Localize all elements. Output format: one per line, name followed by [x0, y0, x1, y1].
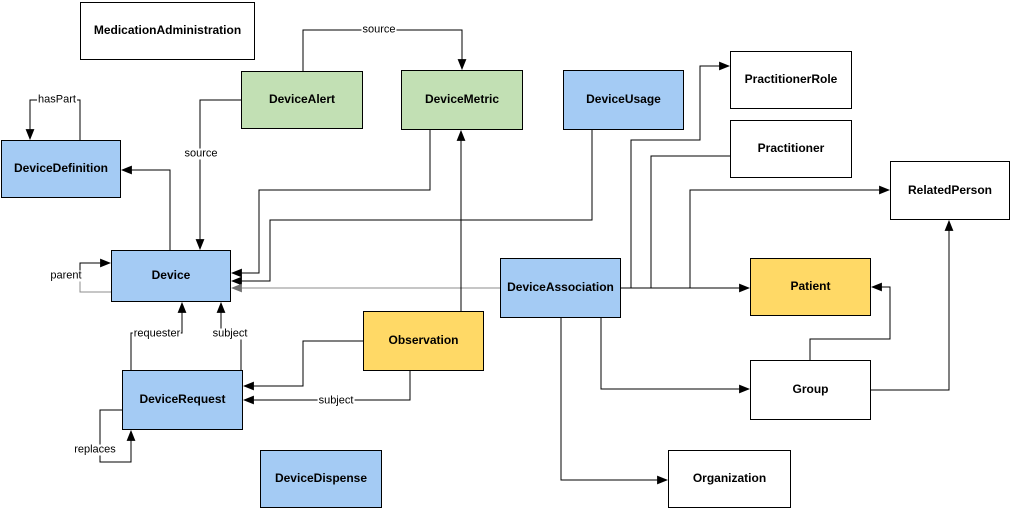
- node-practitionerrole[interactable]: PractitionerRole: [730, 51, 852, 109]
- node-label: Organization: [692, 471, 767, 486]
- node-organization[interactable]: Organization: [668, 450, 791, 508]
- edge-label-request-replaces: replaces: [73, 443, 117, 456]
- edge-label-definition-haspart: hasPart: [37, 93, 77, 106]
- node-label: DeviceDispense: [274, 471, 368, 486]
- node-label: DeviceAssociation: [507, 280, 614, 295]
- node-deviceusage[interactable]: DeviceUsage: [563, 70, 684, 130]
- node-label: DeviceRequest: [139, 392, 226, 407]
- edge-group-patient: [809, 282, 891, 360]
- node-devicedispense[interactable]: DeviceDispense: [260, 450, 382, 508]
- edge-alert-device: [195, 99, 241, 251]
- edge-obs-request-subject: [242, 371, 411, 405]
- node-label: Group: [792, 382, 829, 397]
- node-label: Device: [151, 268, 191, 283]
- node-label: Patient: [790, 279, 831, 294]
- edge-device-parent-muted-segment: [79, 278, 111, 293]
- node-patient[interactable]: Patient: [750, 258, 871, 316]
- edge-device-definition: [120, 165, 171, 250]
- edge-assoc-organization: [560, 318, 669, 485]
- node-label: Observation: [388, 333, 459, 348]
- edge-assoc-relatedperson: [621, 185, 891, 289]
- node-label: DeviceUsage: [586, 92, 661, 107]
- edge-label-alert-device: source: [183, 147, 219, 160]
- node-group[interactable]: Group: [750, 360, 871, 420]
- node-relatedperson[interactable]: RelatedPerson: [890, 161, 1010, 220]
- edge-label-device-parent: parent: [49, 269, 83, 282]
- edge-metric-device: [230, 130, 431, 278]
- edge-label-request-device-requester: requester: [132, 327, 182, 340]
- edge-group-relatedperson: [871, 219, 954, 391]
- node-devicealert[interactable]: DeviceAlert: [241, 71, 363, 129]
- edge-alert-metric: [302, 29, 467, 71]
- node-devicedefinition[interactable]: DeviceDefinition: [1, 140, 121, 198]
- edge-obs-request: [242, 340, 363, 391]
- node-label: PractitionerRole: [744, 72, 838, 87]
- node-device[interactable]: Device: [111, 250, 231, 302]
- edge-request-replaces: [99, 409, 136, 463]
- node-practitioner[interactable]: Practitioner: [730, 120, 852, 178]
- edge-assoc-practitioner: [621, 155, 730, 289]
- node-label: DeviceMetric: [424, 92, 500, 107]
- edge-label-obs-request-subject: subject: [317, 394, 355, 407]
- node-observation[interactable]: Observation: [363, 311, 484, 371]
- node-label: MedicationAdministration: [93, 23, 242, 38]
- edge-device-parent: [79, 258, 112, 293]
- node-label: DeviceDefinition: [13, 161, 109, 176]
- node-deviceassociation[interactable]: DeviceAssociation: [500, 258, 621, 318]
- edge-label-alert-metric: source: [361, 23, 397, 36]
- edge-label-request-device-subject: subject: [211, 327, 249, 340]
- edge-definition-haspart: [25, 99, 81, 141]
- node-label: Practitioner: [757, 141, 825, 156]
- node-medicationadministration[interactable]: MedicationAdministration: [80, 2, 255, 60]
- node-devicemetric[interactable]: DeviceMetric: [401, 70, 523, 130]
- node-label: DeviceAlert: [268, 92, 336, 107]
- node-devicerequest[interactable]: DeviceRequest: [122, 370, 243, 430]
- edge-usage-device: [230, 130, 593, 286]
- edge-assoc-group: [600, 318, 751, 394]
- node-label: RelatedPerson: [907, 182, 993, 197]
